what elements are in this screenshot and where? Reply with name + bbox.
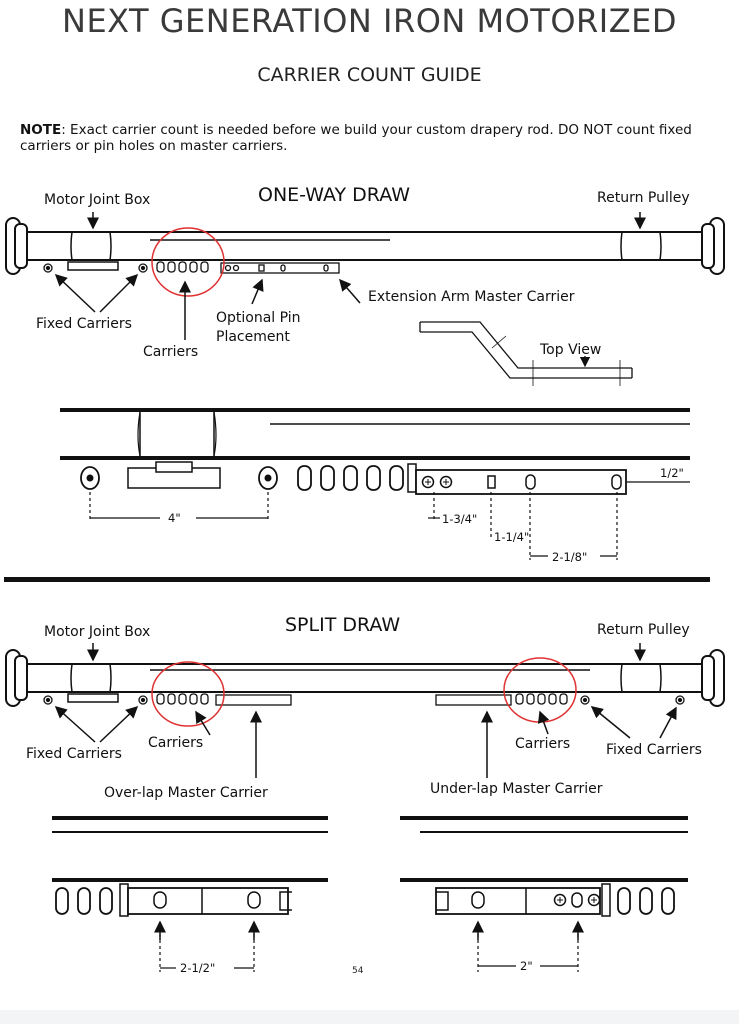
dim-2-1-2-label: 2-1/2" [180,961,216,975]
note-label: NOTE [20,122,62,138]
one-way-fixed-carriers-label: Fixed Carriers [36,316,132,332]
one-way-rod [5,217,725,275]
page-subtitle: CARRIER COUNT GUIDE [257,64,482,86]
top-view-label: Top View [540,342,602,358]
section-divider [4,577,710,582]
one-way-return-pulley-label: Return Pulley [597,190,690,206]
split-rod [5,649,725,707]
split-return-pulley-label: Return Pulley [597,622,690,638]
dim-2-label: 2" [520,959,533,973]
page-title: NEXT GENERATION IRON MOTORIZED [62,2,677,40]
dim-2-1-8-label: 2-1/8" [552,550,588,564]
page-number: 54 [352,966,364,976]
split-fixed-carriers-left-label: Fixed Carriers [26,746,122,762]
one-way-carriers [43,261,340,274]
placement-label: Placement [216,329,290,345]
split-carriers-right-label: Carriers [515,736,571,752]
note-paragraph: NOTE: Exact carrier count is needed befo… [20,122,710,154]
footer-bar [0,1010,739,1024]
split-detail-left [52,816,328,917]
one-way-carriers-highlight [151,227,225,297]
split-carriers [43,693,685,706]
note-text: : Exact carrier count is needed before w… [20,122,692,154]
dim-4-label: 4" [168,511,181,525]
top-view-drawing [419,321,633,386]
one-way-heading: ONE-WAY DRAW [258,184,410,206]
split-carriers-left-label: Carriers [148,735,204,751]
over-lap-master-carrier-label: Over-lap Master Carrier [104,785,268,801]
split-motor-joint-box-label: Motor Joint Box [44,624,151,640]
optional-pin-label: Optional Pin [216,310,301,326]
split-draw-heading: SPLIT DRAW [285,614,401,636]
one-way-carriers-label: Carriers [143,344,199,360]
split-detail-right [400,816,688,917]
split-fixed-carriers-right-label: Fixed Carriers [606,742,702,758]
dim-1-2-label: 1/2" [660,466,684,480]
one-way-motor-joint-box-label: Motor Joint Box [44,192,151,208]
dim-1-3-4-label: 1-3/4" [442,512,478,526]
extension-arm-master-carrier-label: Extension Arm Master Carrier [368,289,575,305]
one-way-detail [60,408,690,495]
dim-1-1-4-label: 1-1/4" [494,530,530,544]
under-lap-master-carrier-label: Under-lap Master Carrier [430,781,603,797]
